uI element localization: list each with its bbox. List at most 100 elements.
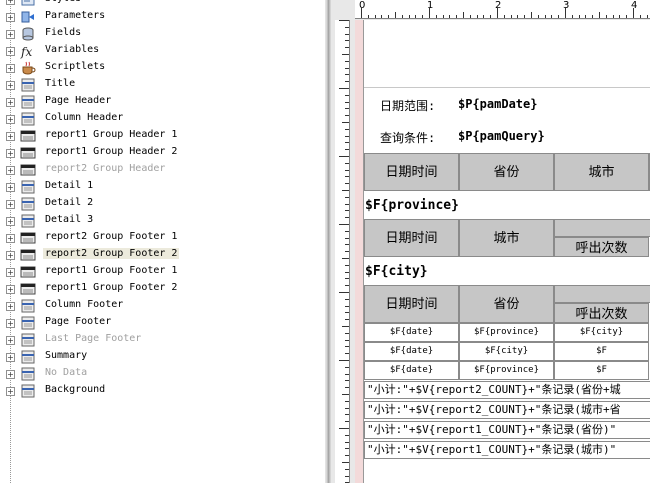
tree-item-report1-group-footer-2[interactable]: +report1 Group Footer 2 xyxy=(0,281,325,298)
header2-calls-top-cell[interactable] xyxy=(554,219,650,237)
detail1-province-cell[interactable]: $F{province} xyxy=(459,323,554,342)
detail3-count-cell[interactable]: $F xyxy=(554,361,649,380)
ruler-tick xyxy=(339,156,349,157)
expand-toggle-icon[interactable]: + xyxy=(6,98,15,107)
query-condition-label[interactable]: 查询条件: xyxy=(380,131,436,145)
expand-toggle-icon[interactable]: + xyxy=(6,30,15,39)
header1-province-cell[interactable]: 省份 xyxy=(459,153,554,191)
expand-toggle-icon[interactable]: + xyxy=(6,166,15,175)
ruler-tick xyxy=(605,15,607,18)
detail3-province-cell[interactable]: $F{province} xyxy=(459,361,554,380)
header2-date-cell[interactable]: 日期时间 xyxy=(364,219,459,257)
header1-date-cell[interactable]: 日期时间 xyxy=(364,153,459,191)
header2-city-cell[interactable]: 城市 xyxy=(459,219,554,257)
header3-calls-top-cell[interactable] xyxy=(554,285,650,303)
detail1-city-cell[interactable]: $F{city} xyxy=(554,323,649,342)
vertical-ruler xyxy=(335,20,350,483)
ruler-tick xyxy=(510,15,512,18)
expand-toggle-icon[interactable]: + xyxy=(6,183,15,192)
tree-item-scriptlets[interactable]: +Scriptlets xyxy=(0,60,325,77)
expand-toggle-icon[interactable]: + xyxy=(6,0,15,5)
tree-item-no-data[interactable]: +No Data xyxy=(0,366,325,383)
tree-item-detail-3[interactable]: + Detail 3 xyxy=(0,213,325,230)
tree-item-report1-group-header-1[interactable]: +report1 Group Header 1 xyxy=(0,128,325,145)
detail2-count-cell[interactable]: $F xyxy=(554,342,649,361)
tree-item-last-page-footer[interactable]: +Last Page Footer xyxy=(0,332,325,349)
report2-group-footer-2-text[interactable]: "小计:"+$V{report2_COUNT}+"条记录(城市+省 xyxy=(364,401,650,419)
expand-toggle-icon[interactable]: + xyxy=(6,200,15,209)
expand-toggle-icon[interactable]: + xyxy=(6,268,15,277)
title-band[interactable] xyxy=(364,20,650,88)
band-icon xyxy=(20,179,36,195)
tree-item-page-footer[interactable]: +Page Footer xyxy=(0,315,325,332)
query-param-field[interactable]: $P{pamQuery} xyxy=(458,129,545,143)
splitter[interactable] xyxy=(325,0,331,483)
expand-toggle-icon[interactable]: + xyxy=(6,64,15,73)
tree-item-report1-group-footer-1[interactable]: +report1 Group Footer 1 xyxy=(0,264,325,281)
tree-item-detail-2[interactable]: +Detail 2 xyxy=(0,196,325,213)
date-param-field[interactable]: $P{pamDate} xyxy=(458,97,538,111)
detail1-date-cell[interactable]: $F{date} xyxy=(364,323,459,342)
date-range-label[interactable]: 日期范围: xyxy=(380,99,436,113)
expand-toggle-icon[interactable]: + xyxy=(6,47,15,56)
ruler-tick xyxy=(345,387,349,389)
header3-province-cell[interactable]: 省份 xyxy=(459,285,554,323)
expand-toggle-icon[interactable]: + xyxy=(6,234,15,243)
report1-group-footer-2-text[interactable]: "小计:"+$V{report1_COUNT}+"条记录(城市)" xyxy=(364,441,650,459)
expand-toggle-icon[interactable]: + xyxy=(6,251,15,260)
tree-item-background[interactable]: +Background xyxy=(0,383,325,400)
province-field[interactable]: $F{province} xyxy=(365,198,459,213)
tree-item-page-header[interactable]: +Page Header xyxy=(0,94,325,111)
province-group-header-band[interactable]: $F{province} xyxy=(364,192,650,220)
tree-item-label: Parameters xyxy=(45,10,106,21)
tree-item-title[interactable]: +Title xyxy=(0,77,325,94)
tree-item-summary[interactable]: +Summary xyxy=(0,349,325,366)
band-icon xyxy=(20,332,36,348)
city-group-header-band[interactable]: $F{city} xyxy=(364,258,650,286)
expand-toggle-icon[interactable]: + xyxy=(6,370,15,379)
header2-date-text: 日期时间 xyxy=(385,231,438,246)
detail3-count-text: $F xyxy=(596,365,607,375)
expand-toggle-icon[interactable]: + xyxy=(6,217,15,226)
expand-toggle-icon[interactable]: + xyxy=(6,353,15,362)
detail2-date-cell[interactable]: $F{date} xyxy=(364,342,459,361)
city-field[interactable]: $F{city} xyxy=(365,264,428,279)
expand-toggle-icon[interactable]: + xyxy=(6,285,15,294)
tree-item-report2-group-header[interactable]: +report2 Group Header xyxy=(0,162,325,179)
expand-toggle-icon[interactable]: + xyxy=(6,336,15,345)
expand-toggle-icon[interactable]: + xyxy=(6,319,15,328)
page-header-band[interactable]: 日期范围: $P{pamDate} 查询条件: $P{pamQuery} xyxy=(364,87,650,155)
tree-item-fields[interactable]: +Fields xyxy=(0,26,325,43)
tree-item-report2-group-footer-1[interactable]: +report2 Group Footer 1 xyxy=(0,230,325,247)
tree-item-parameters[interactable]: + Parameters xyxy=(0,9,325,26)
tree-item-detail-1[interactable]: +Detail 1 xyxy=(0,179,325,196)
ruler-tick xyxy=(483,15,485,18)
tree-item-report1-group-header-2[interactable]: +report1 Group Header 2 xyxy=(0,145,325,162)
expand-toggle-icon[interactable]: + xyxy=(6,302,15,311)
expand-toggle-icon[interactable]: + xyxy=(6,115,15,124)
header1-city-cell[interactable]: 城市 xyxy=(554,153,649,191)
report-page[interactable]: 日期范围: $P{pamDate} 查询条件: $P{pamQuery} 日期时… xyxy=(363,20,650,483)
header2-calls-cell[interactable]: 呼出次数 xyxy=(554,237,649,257)
report1-group-footer-1-text[interactable]: "小计:"+$V{report1_COUNT}+"条记录(省份)" xyxy=(364,421,650,439)
detail2-city-cell[interactable]: $F{city} xyxy=(459,342,554,361)
tree-item-report2-group-footer-2[interactable]: +report2 Group Footer 2 xyxy=(0,247,325,264)
detail3-date-cell[interactable]: $F{date} xyxy=(364,361,459,380)
tree-item-styles[interactable]: +Styles xyxy=(0,0,325,9)
tree-item-column-header[interactable]: +Column Header xyxy=(0,111,325,128)
expand-toggle-icon[interactable]: + xyxy=(6,13,15,22)
header3-date-cell[interactable]: 日期时间 xyxy=(364,285,459,323)
band-icon xyxy=(20,349,36,365)
expand-toggle-icon[interactable]: + xyxy=(6,387,15,396)
tree-item-label: Detail 3 xyxy=(45,214,94,225)
header3-calls-cell[interactable]: 呼出次数 xyxy=(554,303,649,323)
expand-toggle-icon[interactable]: + xyxy=(6,81,15,90)
expand-toggle-icon[interactable]: + xyxy=(6,132,15,141)
expand-toggle-icon[interactable]: + xyxy=(6,149,15,158)
tree-item-column-footer[interactable]: +Column Footer xyxy=(0,298,325,315)
ruler-tick xyxy=(339,292,349,293)
detail2-count-text: $F xyxy=(596,346,607,356)
report2-group-footer-1-text[interactable]: "小计:"+$V{report2_COUNT}+"条记录(省份+城 xyxy=(364,381,650,399)
